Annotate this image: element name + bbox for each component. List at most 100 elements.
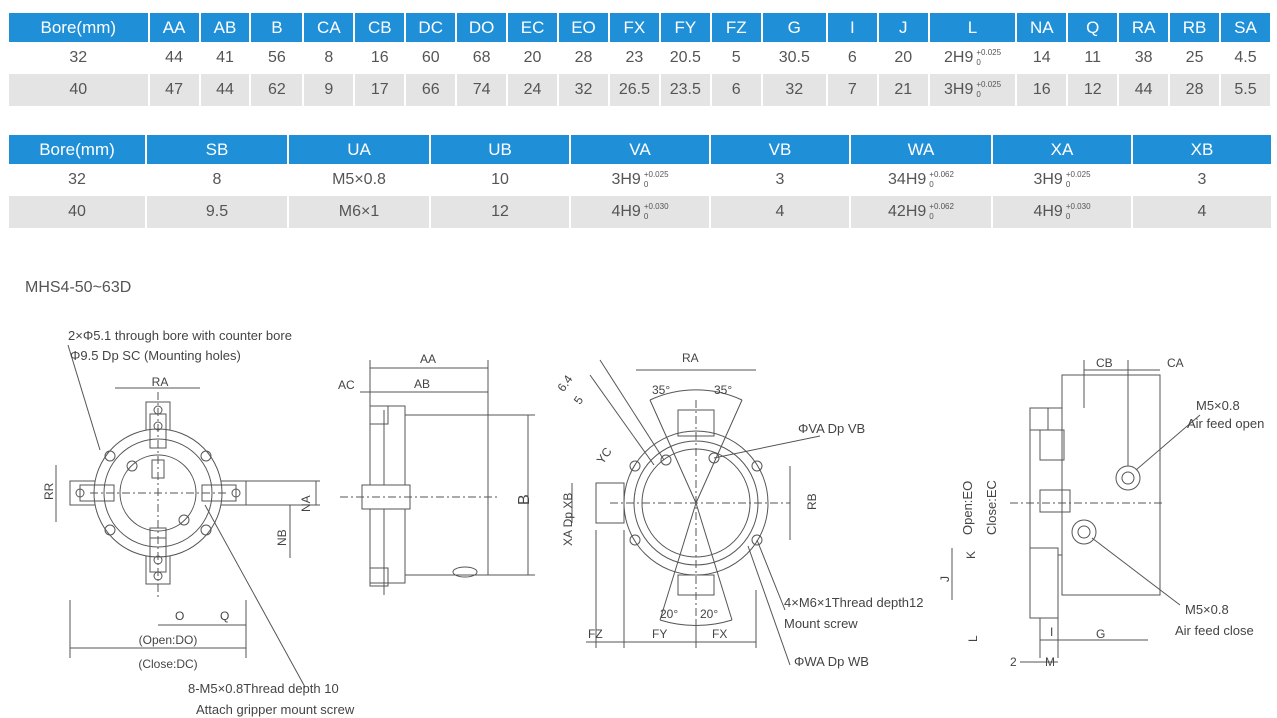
table-cell: 60	[406, 42, 455, 74]
tolerance-upper: +0.025	[976, 80, 1002, 89]
table-cell: 5.5	[1221, 74, 1270, 106]
tolerance-upper: +0.030	[1065, 202, 1091, 211]
cell-value: 20	[523, 49, 542, 66]
column-header: FZ	[711, 13, 761, 42]
cell-value: 9.5	[205, 203, 229, 220]
cell-value: 21	[894, 81, 913, 98]
table-cell: 8	[304, 42, 353, 74]
cell-value: 4	[775, 203, 785, 220]
table-cell: 4	[1133, 196, 1271, 228]
back-view: RA 35° 35° 6.4 5 YC ΦVA Dp VB RB XA Dp X…	[555, 351, 924, 669]
note-text: 8-M5×0.8Thread depth 10	[188, 681, 339, 696]
cell-value: 4	[1197, 203, 1207, 220]
cell-value: 38	[1134, 49, 1153, 66]
cell-value: 30.5	[778, 49, 810, 66]
column-header: XA	[993, 135, 1131, 164]
table-cell: 20.5	[661, 42, 710, 74]
cell-value: 25	[1185, 49, 1204, 66]
cell-value: 44	[165, 49, 183, 66]
table-cell: 32	[762, 74, 826, 106]
cell-value: 3H9	[1033, 171, 1063, 189]
dim-label: FY	[652, 627, 667, 641]
column-header: WA	[851, 135, 991, 164]
table-cell: 16	[355, 42, 404, 74]
cell-value: 9	[324, 81, 334, 98]
table-cell: 4.5	[1221, 42, 1270, 74]
cell-value: 74	[472, 81, 491, 98]
cell-value: 20.5	[669, 49, 701, 66]
cell-value: 32	[69, 49, 88, 66]
table-cell: 10	[431, 164, 569, 196]
table-cell: 38	[1119, 42, 1168, 74]
cell-value: 5	[731, 49, 741, 66]
dim-label: FX	[712, 627, 727, 641]
cell-value: 16	[370, 49, 389, 66]
cell-value: 32	[785, 81, 804, 98]
table-cell: 20	[508, 42, 557, 74]
column-header: I	[827, 13, 877, 42]
table-cell: 28	[1170, 74, 1220, 106]
note-text: M5×0.8	[1185, 602, 1229, 617]
table-cell: 44	[200, 74, 250, 106]
dim-label: B	[516, 494, 533, 505]
tolerance-upper: +0.025	[1065, 170, 1091, 179]
cell-value: 2H9	[944, 49, 974, 67]
table-cell: 3	[1133, 164, 1271, 196]
column-header: DC	[406, 13, 456, 42]
dim-label: M	[1045, 655, 1055, 669]
cell-value: 11	[1084, 49, 1102, 66]
table-cell: 9.5	[147, 196, 287, 228]
dim-label: I	[1050, 625, 1053, 639]
tolerance-upper: +0.030	[643, 202, 669, 211]
cell-value: 10	[491, 171, 509, 188]
cell-value: 62	[268, 81, 286, 98]
cell-value: 12	[491, 203, 509, 220]
cell-value: 14	[1032, 49, 1051, 66]
table-cell: 7	[827, 74, 877, 106]
table-cell: 44	[150, 42, 199, 74]
column-header: EC	[508, 13, 558, 42]
cell-value: 44	[216, 81, 234, 98]
cell-value: 47	[165, 81, 183, 98]
dim-label: YC	[594, 445, 615, 467]
dim-label: 20°	[700, 607, 718, 621]
column-header: RA	[1119, 13, 1169, 42]
table-cell: 40	[9, 74, 148, 106]
tolerance-upper: +0.025	[643, 170, 669, 179]
dim-label: AB	[414, 377, 430, 391]
dim-label: RA	[682, 351, 699, 365]
note-text: Air feed close	[1175, 623, 1254, 638]
table-cell: 30.5	[763, 42, 826, 74]
table-cell: 68	[457, 42, 506, 74]
tolerance-lower: 0	[976, 58, 981, 67]
table-cell: 5	[712, 42, 761, 74]
cell-value: 3H9	[611, 171, 641, 189]
cell-value: 60	[421, 49, 440, 66]
cell-value: 32	[574, 81, 593, 98]
table-cell: 41	[201, 42, 250, 74]
cell-value: 3H9	[944, 81, 974, 99]
table-cell: 24	[508, 74, 558, 106]
column-header: EO	[559, 13, 608, 42]
cell-value: 41	[216, 49, 234, 66]
table-cell: 9	[304, 74, 354, 106]
cell-value: 28	[574, 49, 593, 66]
table-cell: 3	[711, 164, 849, 196]
table-cell: 32	[9, 164, 145, 196]
tolerance-lower: 0	[929, 212, 934, 221]
dim-label: CA	[1167, 356, 1184, 370]
tolerance-upper: +0.062	[929, 170, 954, 179]
table-cell: 62	[251, 74, 303, 106]
table-cell: 20	[879, 42, 928, 74]
table-cell: 56	[251, 42, 302, 74]
column-header: L	[929, 13, 1016, 42]
